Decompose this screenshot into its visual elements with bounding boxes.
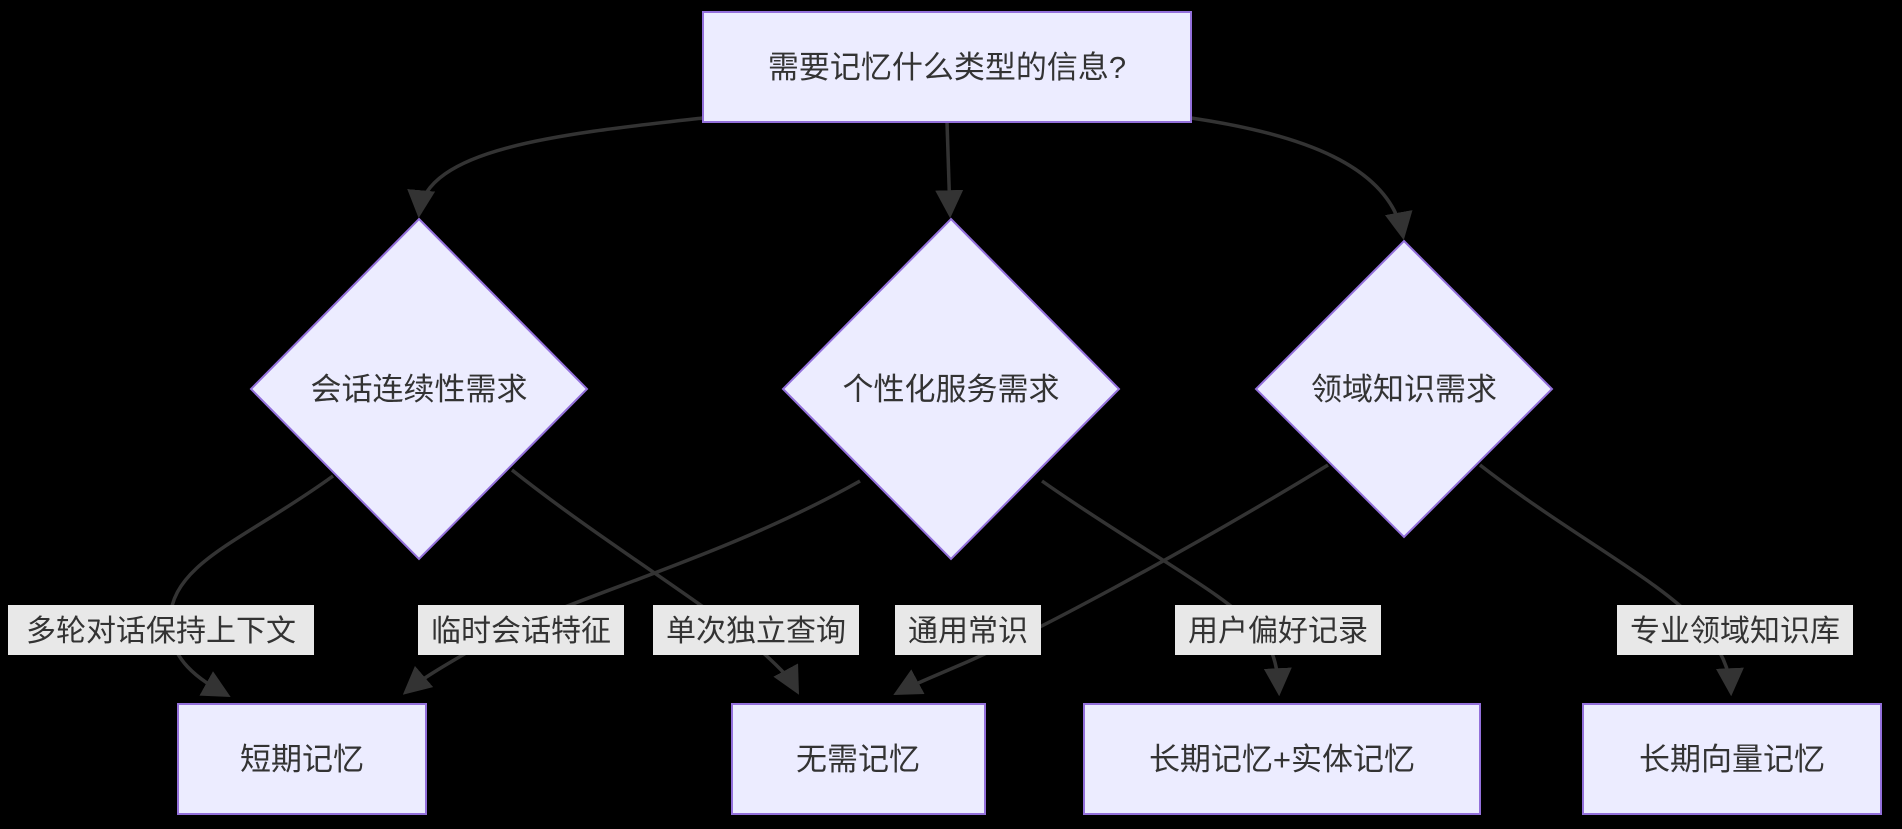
edge-label-text: 临时会话特征 xyxy=(431,615,611,648)
edge-label-bg xyxy=(1175,605,1381,655)
node-long-entity-shape xyxy=(1083,703,1481,815)
edge-label-text: 用户偏好记录 xyxy=(1188,615,1368,648)
edge-session-short-term xyxy=(168,474,335,698)
node-long-vector-shape xyxy=(1582,703,1882,815)
edge-label-bg xyxy=(653,605,859,655)
edge-domain-long-vector xyxy=(1478,463,1744,697)
node-personal: 个性化服务需求 xyxy=(781,217,1121,561)
edge-root-session xyxy=(407,116,704,219)
node-short-term-label: 短期记忆 xyxy=(240,742,364,777)
node-root: 需要记忆什么类型的信息? xyxy=(702,11,1192,123)
edge-label-bg xyxy=(895,605,1041,655)
edge-session-no-memory xyxy=(510,468,799,695)
node-session-shape xyxy=(249,217,589,561)
edge-label-multi-turn: 多轮对话保持上下文 xyxy=(8,605,314,655)
node-personal-shape xyxy=(781,217,1121,561)
node-long-entity-label: 长期记忆+实体记忆 xyxy=(1149,742,1415,777)
node-root-shape xyxy=(702,11,1192,123)
node-no-memory-shape xyxy=(731,703,986,815)
node-domain-label: 领域知识需求 xyxy=(1311,372,1497,407)
edge-label-layer: 多轮对话保持上下文 临时会话特征 单次独立查询 通用常识 用户偏好记录 专业领域… xyxy=(8,605,1853,655)
node-layer: 需要记忆什么类型的信息? 会话连续性需求 个性化服务需求 领域知识需求 短期记忆… xyxy=(177,11,1882,815)
edge-label-text: 单次独立查询 xyxy=(666,615,846,648)
edge-personal-short-term xyxy=(402,479,861,695)
edge-label-common-sense: 通用常识 xyxy=(895,605,1041,655)
node-session: 会话连续性需求 xyxy=(249,217,589,561)
node-long-vector-label: 长期向量记忆 xyxy=(1639,742,1825,777)
edge-root-domain xyxy=(1190,116,1413,241)
node-short-term: 短期记忆 xyxy=(177,703,427,815)
node-long-entity: 长期记忆+实体记忆 xyxy=(1083,703,1481,815)
node-no-memory: 无需记忆 xyxy=(731,703,986,815)
edge-label-text: 通用常识 xyxy=(908,615,1028,648)
node-personal-label: 个性化服务需求 xyxy=(843,372,1060,407)
edge-root-personal xyxy=(935,121,964,219)
edge-label-bg xyxy=(1617,605,1853,655)
edge-label-bg xyxy=(418,605,624,655)
edge-label-domain-kb: 专业领域知识库 xyxy=(1617,605,1853,655)
edge-label-user-pref: 用户偏好记录 xyxy=(1175,605,1381,655)
node-long-vector: 长期向量记忆 xyxy=(1582,703,1882,815)
edge-label-text: 专业领域知识库 xyxy=(1630,615,1840,648)
edge-label-text: 多轮对话保持上下文 xyxy=(26,615,296,648)
edge-label-bg xyxy=(8,605,314,655)
edge-label-temp-session: 临时会话特征 xyxy=(418,605,624,655)
edge-label-single-query: 单次独立查询 xyxy=(653,605,859,655)
node-root-label: 需要记忆什么类型的信息? xyxy=(768,50,1126,85)
edge-personal-long-entity xyxy=(1040,479,1292,697)
node-no-memory-label: 无需记忆 xyxy=(796,742,920,777)
node-session-label: 会话连续性需求 xyxy=(311,372,528,407)
node-domain: 领域知识需求 xyxy=(1254,239,1554,539)
node-domain-shape xyxy=(1254,239,1554,539)
node-short-term-shape xyxy=(177,703,427,815)
